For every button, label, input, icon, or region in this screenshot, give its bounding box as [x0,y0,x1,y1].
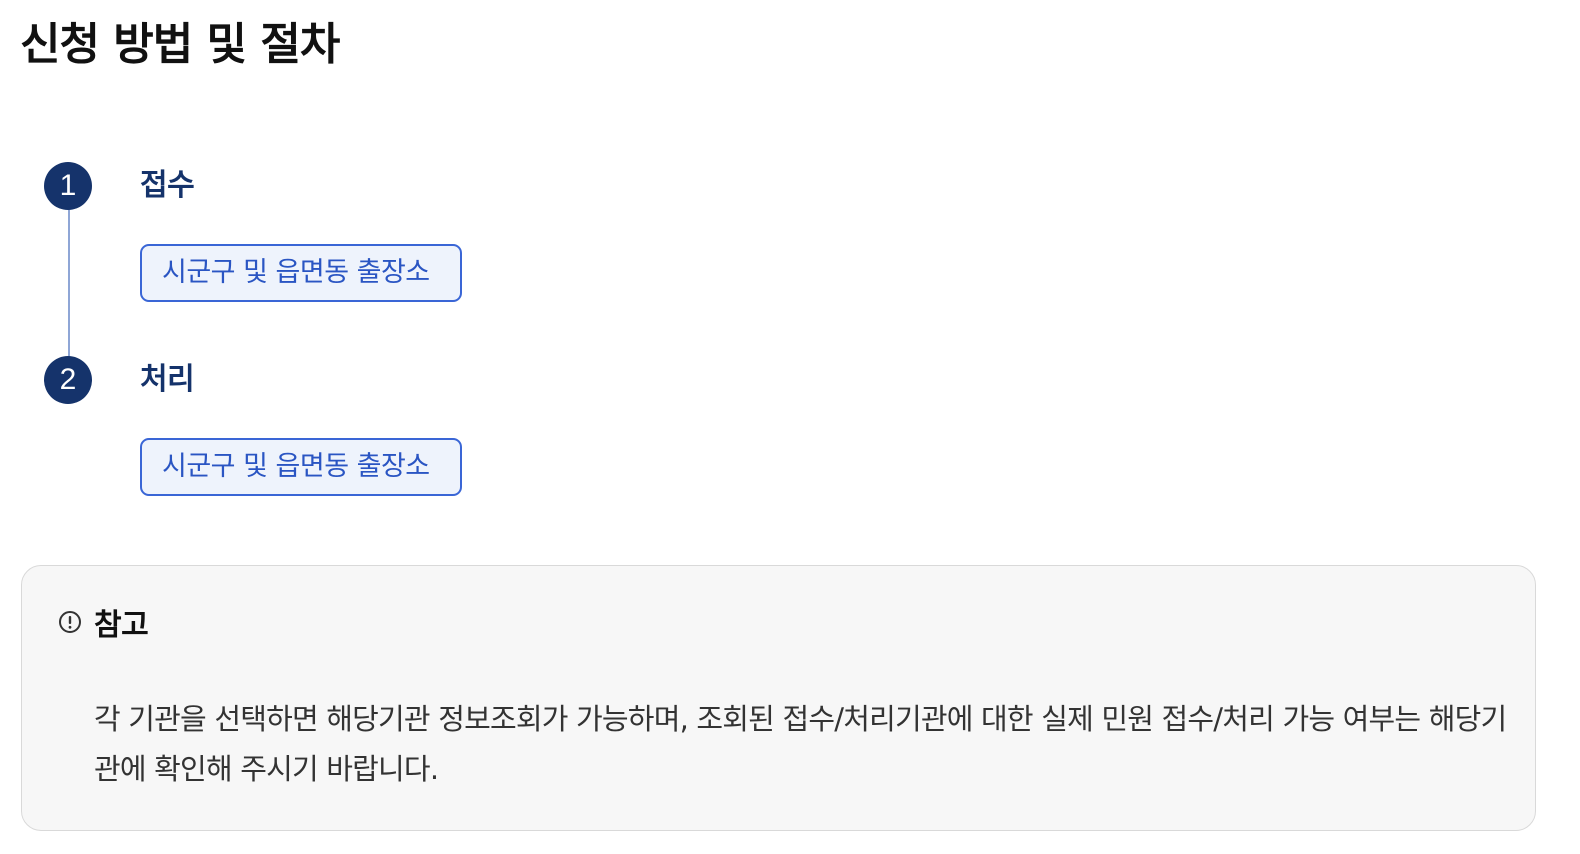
step-title-receipt: 접수 [140,168,195,203]
processing-office-button[interactable]: 시군구 및 읍면동 출장소 [140,438,462,496]
page-title: 신청 방법 및 절차 [20,19,340,70]
receipt-office-button[interactable]: 시군구 및 읍면동 출장소 [140,244,462,302]
step-number-badge: 1 [44,162,92,210]
reference-note: 참고 각 기관을 선택하면 해당기관 정보조회가 가능하며, 조회된 접수/처리… [21,565,1536,831]
step-number-badge: 2 [44,356,92,404]
reference-note-text: 각 기관을 선택하면 해당기관 정보조회가 가능하며, 조회된 접수/처리기관에… [94,702,1507,786]
procedure-steps: 1 접수 시군구 및 읍면동 출장소 2 처리 시군구 및 읍면동 출장소 [44,162,644,522]
step-connector-line [68,198,70,358]
reference-note-header: 참고 [58,602,149,643]
info-circle-icon [59,611,81,633]
step-title-processing: 처리 [140,362,195,397]
reference-note-title: 참고 [94,608,149,643]
